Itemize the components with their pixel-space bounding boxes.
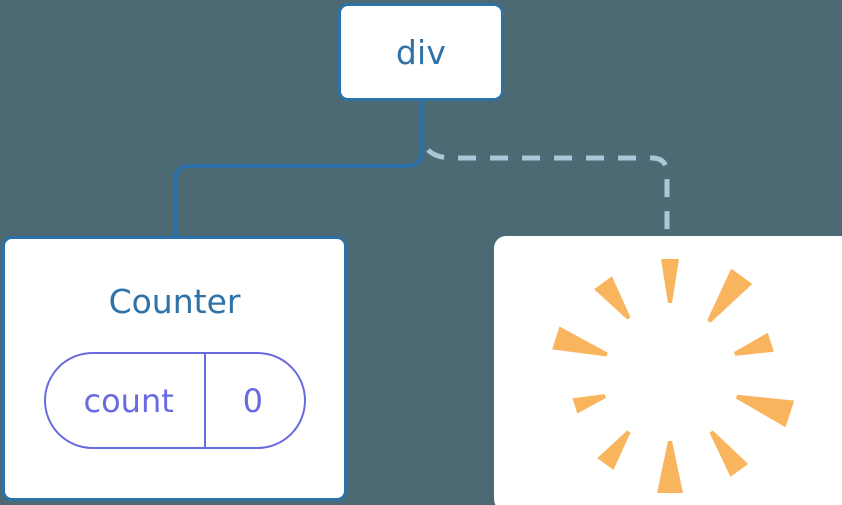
node-counter[interactable]: Counter count 0	[2, 236, 347, 501]
node-counter-label: Counter	[108, 282, 241, 321]
state-value-label: 0	[242, 381, 263, 420]
state-pill-count[interactable]: count 0	[43, 352, 306, 449]
node-div-label: div	[395, 32, 447, 72]
spinner-blade-8	[552, 326, 608, 357]
spinner-blade-7	[572, 393, 606, 414]
edge-div-to-counter	[173, 101, 424, 236]
spinner-blade-3	[735, 394, 795, 427]
spinner-blade-4	[709, 429, 749, 477]
spinner-blade-group	[552, 258, 795, 493]
loading-spinner-icon	[552, 258, 795, 493]
state-key-label: count	[83, 381, 174, 420]
spinner-blade-9	[594, 275, 631, 320]
spinner-blade-5	[657, 440, 683, 493]
node-div[interactable]: div	[338, 3, 504, 101]
spinner-blade-6	[597, 429, 631, 470]
edge-div-to-loading	[426, 148, 670, 238]
spinner-blade-2	[734, 332, 774, 356]
node-loading-component[interactable]	[494, 236, 842, 505]
spinner-blade-1	[707, 268, 753, 323]
spinner-blade-0	[661, 258, 679, 303]
state-pill-divider	[203, 354, 206, 447]
